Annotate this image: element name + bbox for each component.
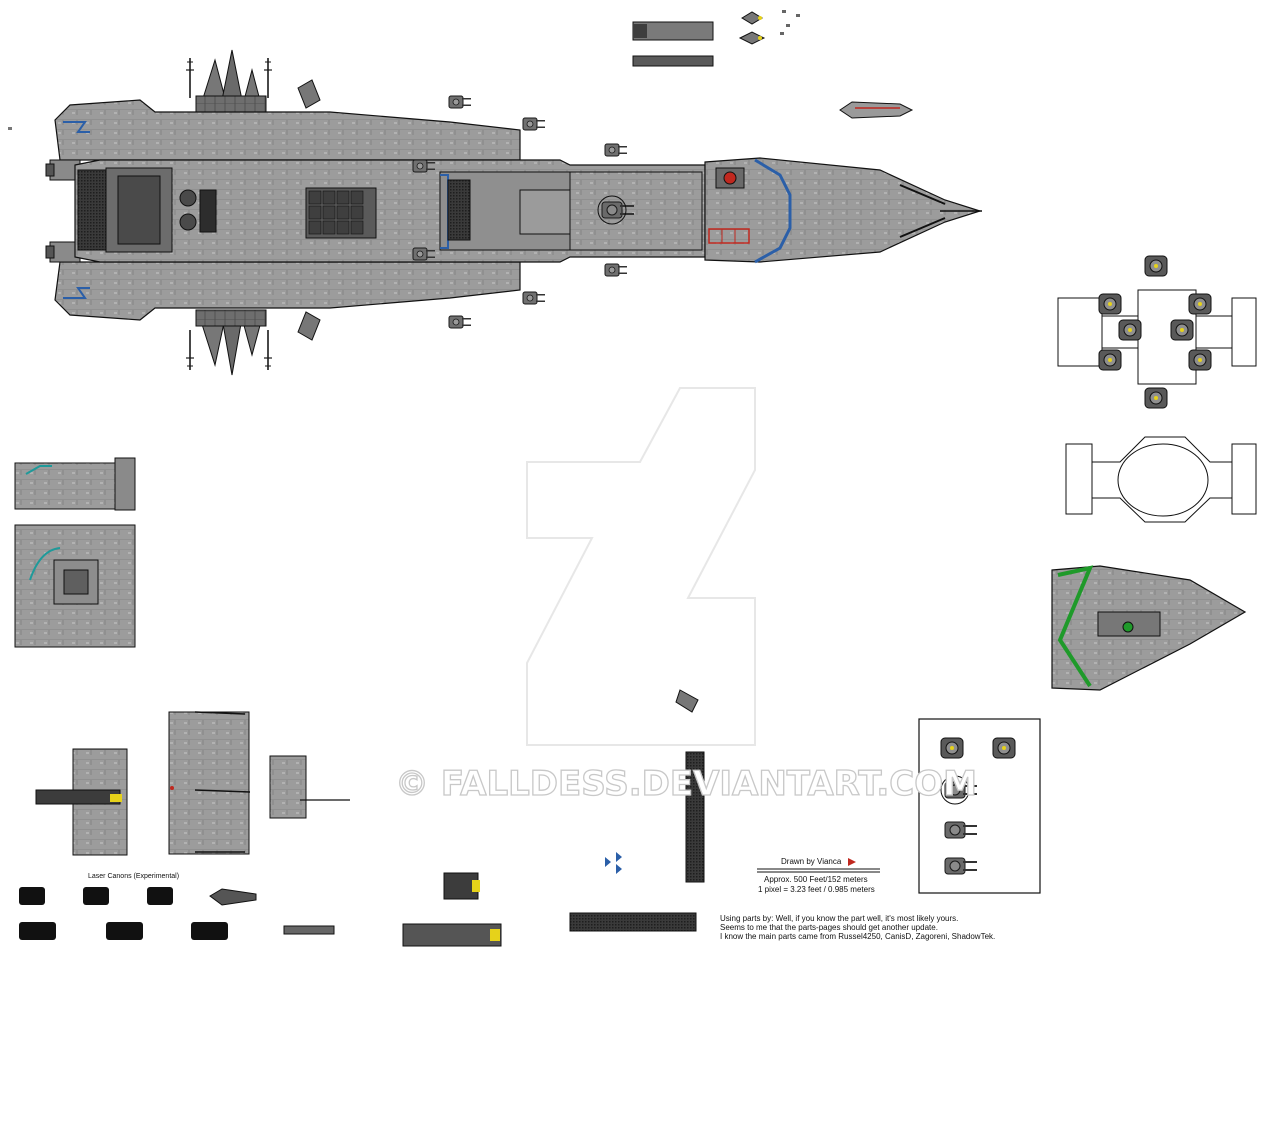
- hangar-grid: [305, 187, 377, 239]
- credits-line: Seems to me that the parts-pages should …: [720, 923, 938, 932]
- lower-antenna-array: [185, 309, 273, 376]
- drawn-by-credit: Drawn by Vianca: [781, 857, 842, 866]
- upper-antenna-array: [185, 49, 273, 113]
- lower-wing: [54, 261, 521, 321]
- engine-assemblies: [35, 711, 350, 856]
- weapon-parts-box: [918, 718, 1041, 894]
- scale-pixel: 1 pixel = 3.23 feet / 0.985 meters: [758, 885, 875, 894]
- ship-bow: [704, 157, 983, 263]
- credits-line: Using parts by: Well, if you know the pa…: [720, 914, 959, 923]
- main-ship-top-view: [45, 49, 983, 376]
- cross-module-outline: [1065, 436, 1257, 523]
- side-profile-module: [14, 457, 136, 648]
- credits-line: I know the main parts came from Russel42…: [720, 932, 996, 941]
- bow-module-green: [1051, 565, 1247, 691]
- watermark-logo: [526, 387, 756, 746]
- cross-module-top: [1057, 255, 1257, 409]
- upper-wing: [54, 99, 521, 161]
- small-craft-group: [8, 10, 914, 130]
- laser-canons-label: Laser Canons (Experimental): [88, 873, 180, 880]
- laser-canon-blocks: [19, 887, 335, 940]
- parts-credits: Using parts by: Well, if you know the pa…: [720, 914, 995, 941]
- engine-pods-and-gantries: [402, 689, 705, 947]
- scale-approx: Approx. 500 Feet/152 meters: [764, 875, 868, 884]
- watermark-text: © FALLDESS.DEVIANTART.COM: [394, 763, 977, 804]
